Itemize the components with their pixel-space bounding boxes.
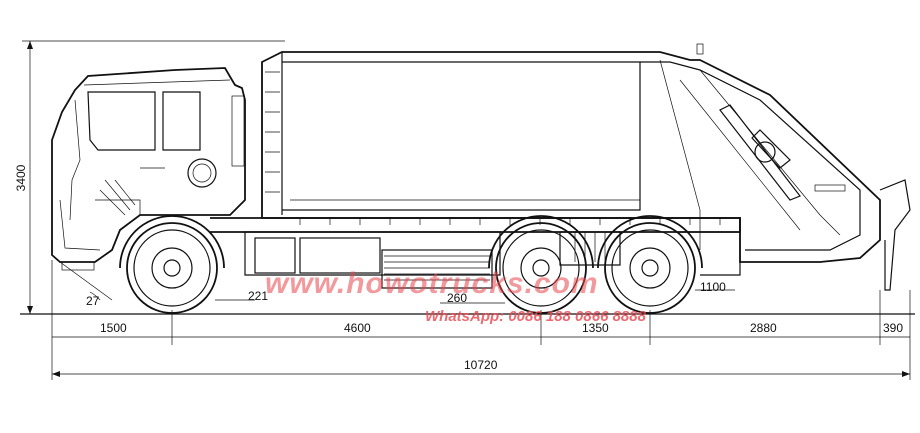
cab (51, 67, 246, 271)
dim-overall-length: 10720 (464, 358, 498, 372)
length-dimension-chain: 1500 4600 1350 2880 390 10720 (51, 260, 911, 380)
compactor-body (261, 43, 911, 291)
clearance-dimensions: 221 260 1100 (215, 280, 735, 305)
dim-axle-spacing: 1350 (582, 321, 609, 335)
approach-angle: 27 (59, 261, 113, 308)
front-wheel (119, 215, 225, 314)
dim-wheelbase: 4600 (344, 321, 371, 335)
dim-rear-clear: 1100 (700, 280, 726, 294)
watermark-whatsapp: WhatsApp: 0086 188 0866 8888 (425, 308, 647, 325)
dim-rear-section: 2880 (750, 321, 777, 335)
dim-height-label: 3400 (14, 164, 28, 191)
height-dimension: 3400 (14, 40, 285, 314)
dim-rear-tail: 390 (883, 321, 903, 335)
dim-approach-angle: 27 (86, 294, 100, 308)
dim-ground-clear-front: 221 (248, 289, 268, 303)
dim-ground-clear-mid: 260 (447, 291, 467, 305)
watermark-site: www.howotrucks.com (265, 267, 599, 300)
dim-front-overhang: 1500 (100, 321, 127, 335)
